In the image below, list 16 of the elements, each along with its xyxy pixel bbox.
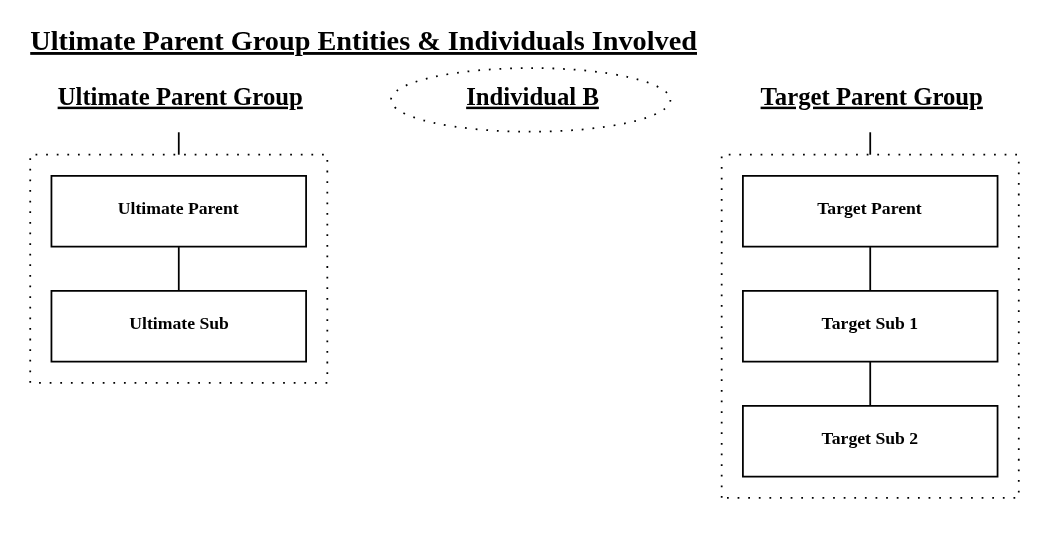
connector [869,130,872,156]
node-ellipse: Individual B [390,66,672,133]
cluster [720,153,1020,499]
diagram-title: Ultimate Parent Group Entities & Individuals Involved [30,24,698,56]
connector [177,245,180,292]
node-text: Target Parent Group [760,82,983,110]
node-box: Target Sub 1 [742,289,999,362]
node-text: Ultimate Parent Group [57,82,303,110]
node-box: Target Sub 2 [742,404,999,477]
cluster [29,153,329,384]
connector [869,245,872,292]
connector [869,360,872,406]
node-box: Target Parent [742,174,999,248]
node-box: Ultimate Parent [50,174,307,248]
connector [177,130,180,156]
node-box: Ultimate Sub [50,289,307,362]
